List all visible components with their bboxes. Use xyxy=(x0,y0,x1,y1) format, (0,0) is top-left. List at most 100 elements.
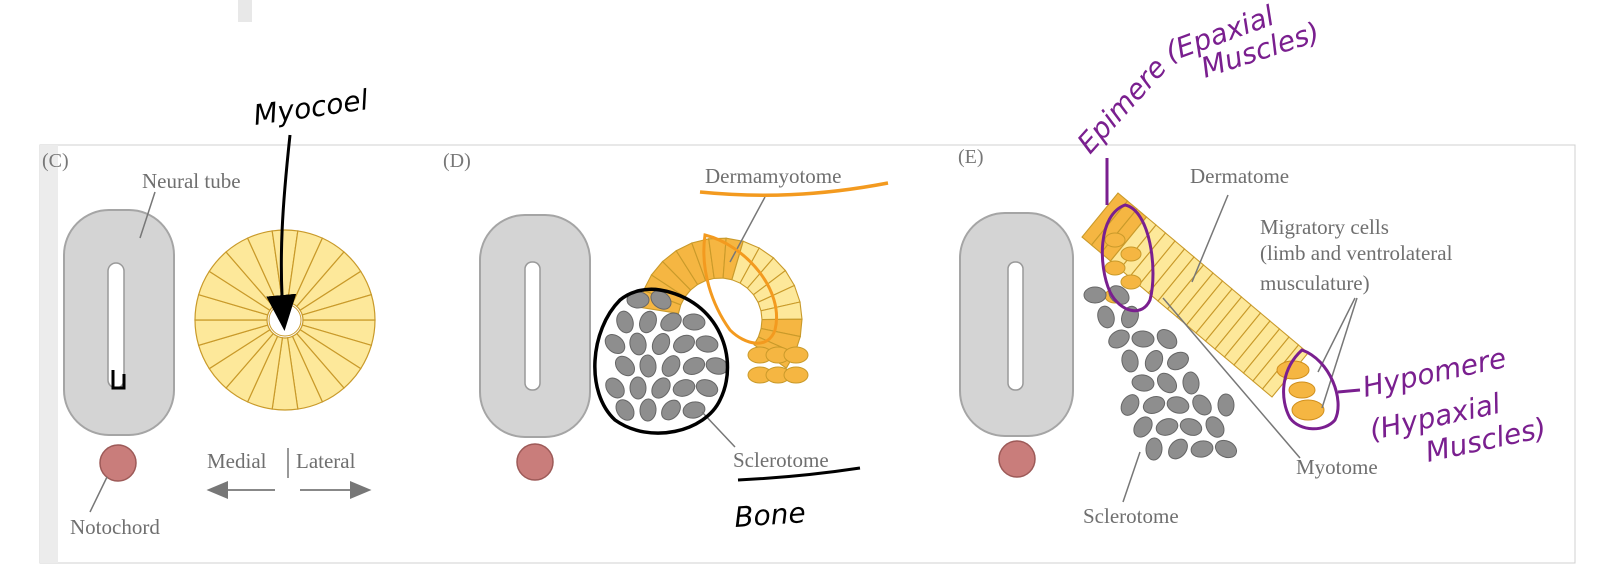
dermamyotome-cell xyxy=(783,346,809,364)
sclerotome-cell xyxy=(1192,394,1212,416)
panel-c-letter: (C) xyxy=(42,150,69,172)
sclerotome-cell xyxy=(661,355,681,377)
sclerotome-cell xyxy=(1214,439,1238,459)
hypomere-circle xyxy=(1282,348,1340,431)
migratory-cells-line2: (limb and ventrolateral xyxy=(1260,241,1453,265)
dermatome-cell xyxy=(1104,232,1126,248)
dermatome-leader xyxy=(1191,194,1229,283)
sclerotome-cell xyxy=(605,377,625,399)
sclerotome-cell xyxy=(672,379,696,397)
somite-cell xyxy=(301,293,376,321)
sclerotome-cell xyxy=(1182,371,1200,395)
sclerotome-cell xyxy=(660,312,682,332)
sclerotome-cell xyxy=(639,310,657,334)
migratory-cells-line1: Migratory cells xyxy=(1260,215,1389,239)
lateral-label: Lateral xyxy=(296,449,356,473)
sclerotome-cell xyxy=(1156,372,1178,394)
sclerotome-cell xyxy=(1156,329,1178,349)
sclerotome-cell xyxy=(1120,394,1140,416)
sclerotome-cell xyxy=(615,399,635,421)
sclerotome-cell xyxy=(1167,351,1189,371)
sclerotome-cell xyxy=(1155,418,1179,436)
sclerotome-underline xyxy=(737,466,861,482)
sclerotome-cell xyxy=(1166,396,1190,414)
sclerotome-cell xyxy=(616,310,634,334)
neural-tube-label: Neural tube xyxy=(142,169,241,193)
migratory-leader-b xyxy=(1321,297,1358,409)
sclerotome-label-e: Sclerotome xyxy=(1083,504,1179,528)
sclerotome-leader-e xyxy=(1122,451,1141,503)
sclerotome-cell xyxy=(682,313,706,331)
sclerotome-cell xyxy=(1142,396,1166,414)
sclerotome-cell xyxy=(695,379,719,397)
epimere-annotation: Epimere xyxy=(1071,51,1173,160)
notochord-label: Notochord xyxy=(70,515,160,539)
dermamyotome-label: Dermamyotome xyxy=(705,164,841,188)
notochord-c xyxy=(99,444,137,482)
neural-canal-d xyxy=(524,261,541,391)
panel-c: (C) Neural tube Notochord Medial Lateral xyxy=(42,150,376,539)
top-left-fragment xyxy=(238,0,252,22)
migratory-cell xyxy=(1276,360,1310,380)
migratory-cell xyxy=(1288,381,1316,399)
sclerotome-cell xyxy=(1133,416,1153,438)
dermatome-label: Dermatome xyxy=(1190,164,1289,188)
hypomere-leader xyxy=(1337,388,1361,394)
panel-e-letter: (E) xyxy=(958,146,984,168)
sclerotome-cell xyxy=(1108,329,1130,349)
sclerotome-cell xyxy=(1144,350,1164,372)
myotome-leader xyxy=(1162,297,1301,459)
sclerotome-cell xyxy=(629,332,647,356)
medial-label: Medial xyxy=(207,449,267,473)
myotome-label: Myotome xyxy=(1296,455,1378,479)
sclerotome-cell xyxy=(1179,418,1203,436)
notochord-e xyxy=(998,440,1036,478)
sclerotome-cell xyxy=(661,399,681,421)
dermamyotome-underline xyxy=(699,181,889,197)
panel-d: (D) Dermamyotome Sclerotome xyxy=(443,150,841,481)
sclerotome-cell xyxy=(639,354,657,378)
sclerotome-cell xyxy=(650,290,672,310)
bone-annotation: Bone xyxy=(733,496,806,534)
sclerotome-label-d: Sclerotome xyxy=(733,448,829,472)
panel-d-letter: (D) xyxy=(443,150,471,172)
sclerotome-cell xyxy=(695,335,719,353)
sclerotome-cell xyxy=(651,377,671,399)
neural-tube-leader-c xyxy=(139,191,156,239)
sclerotome-cell xyxy=(673,334,695,354)
sclerotome-cell xyxy=(1131,330,1155,348)
sclerotome-cell xyxy=(604,334,626,354)
dermamyotome-circle xyxy=(702,233,778,345)
sclerotome-cell xyxy=(1083,286,1107,304)
sclerotome-cell xyxy=(682,357,706,375)
sclerotome-cell xyxy=(614,355,636,377)
neural-canal-c xyxy=(107,262,125,389)
sclerotome-cell xyxy=(1205,416,1225,438)
sclerotome-cell xyxy=(1145,437,1163,461)
sclerotome-cell xyxy=(1131,374,1155,392)
sclerotome-cells-e xyxy=(1083,285,1238,461)
dermatome-cell xyxy=(1120,274,1142,290)
dermatome-cell xyxy=(1104,260,1126,276)
sclerotome-cell xyxy=(629,376,647,400)
epimere-circle xyxy=(1100,203,1155,313)
notochord-leader-c xyxy=(89,476,108,513)
myocoel-arrow xyxy=(266,134,297,331)
sclerotome-circle-d xyxy=(593,287,730,435)
dermamyotome-cell xyxy=(783,366,809,384)
sclerotome-cell xyxy=(1190,440,1214,458)
migratory-cell xyxy=(1291,399,1325,421)
sclerotome-cell xyxy=(651,333,671,355)
sclerotome-cell xyxy=(1097,305,1115,329)
migratory-leader-a xyxy=(1317,297,1356,373)
sclerotome-cell xyxy=(1168,438,1188,460)
sclerotome-cell xyxy=(639,398,657,422)
sclerotome-cell xyxy=(1217,393,1235,417)
sclerotome-cell xyxy=(1121,349,1139,373)
notochord-d xyxy=(516,443,554,481)
canal-hook-mark xyxy=(111,370,126,390)
left-edge-shadow xyxy=(40,145,58,563)
myocoel-annotation: Myocoel xyxy=(251,83,370,132)
sclerotome-cell xyxy=(682,401,706,419)
